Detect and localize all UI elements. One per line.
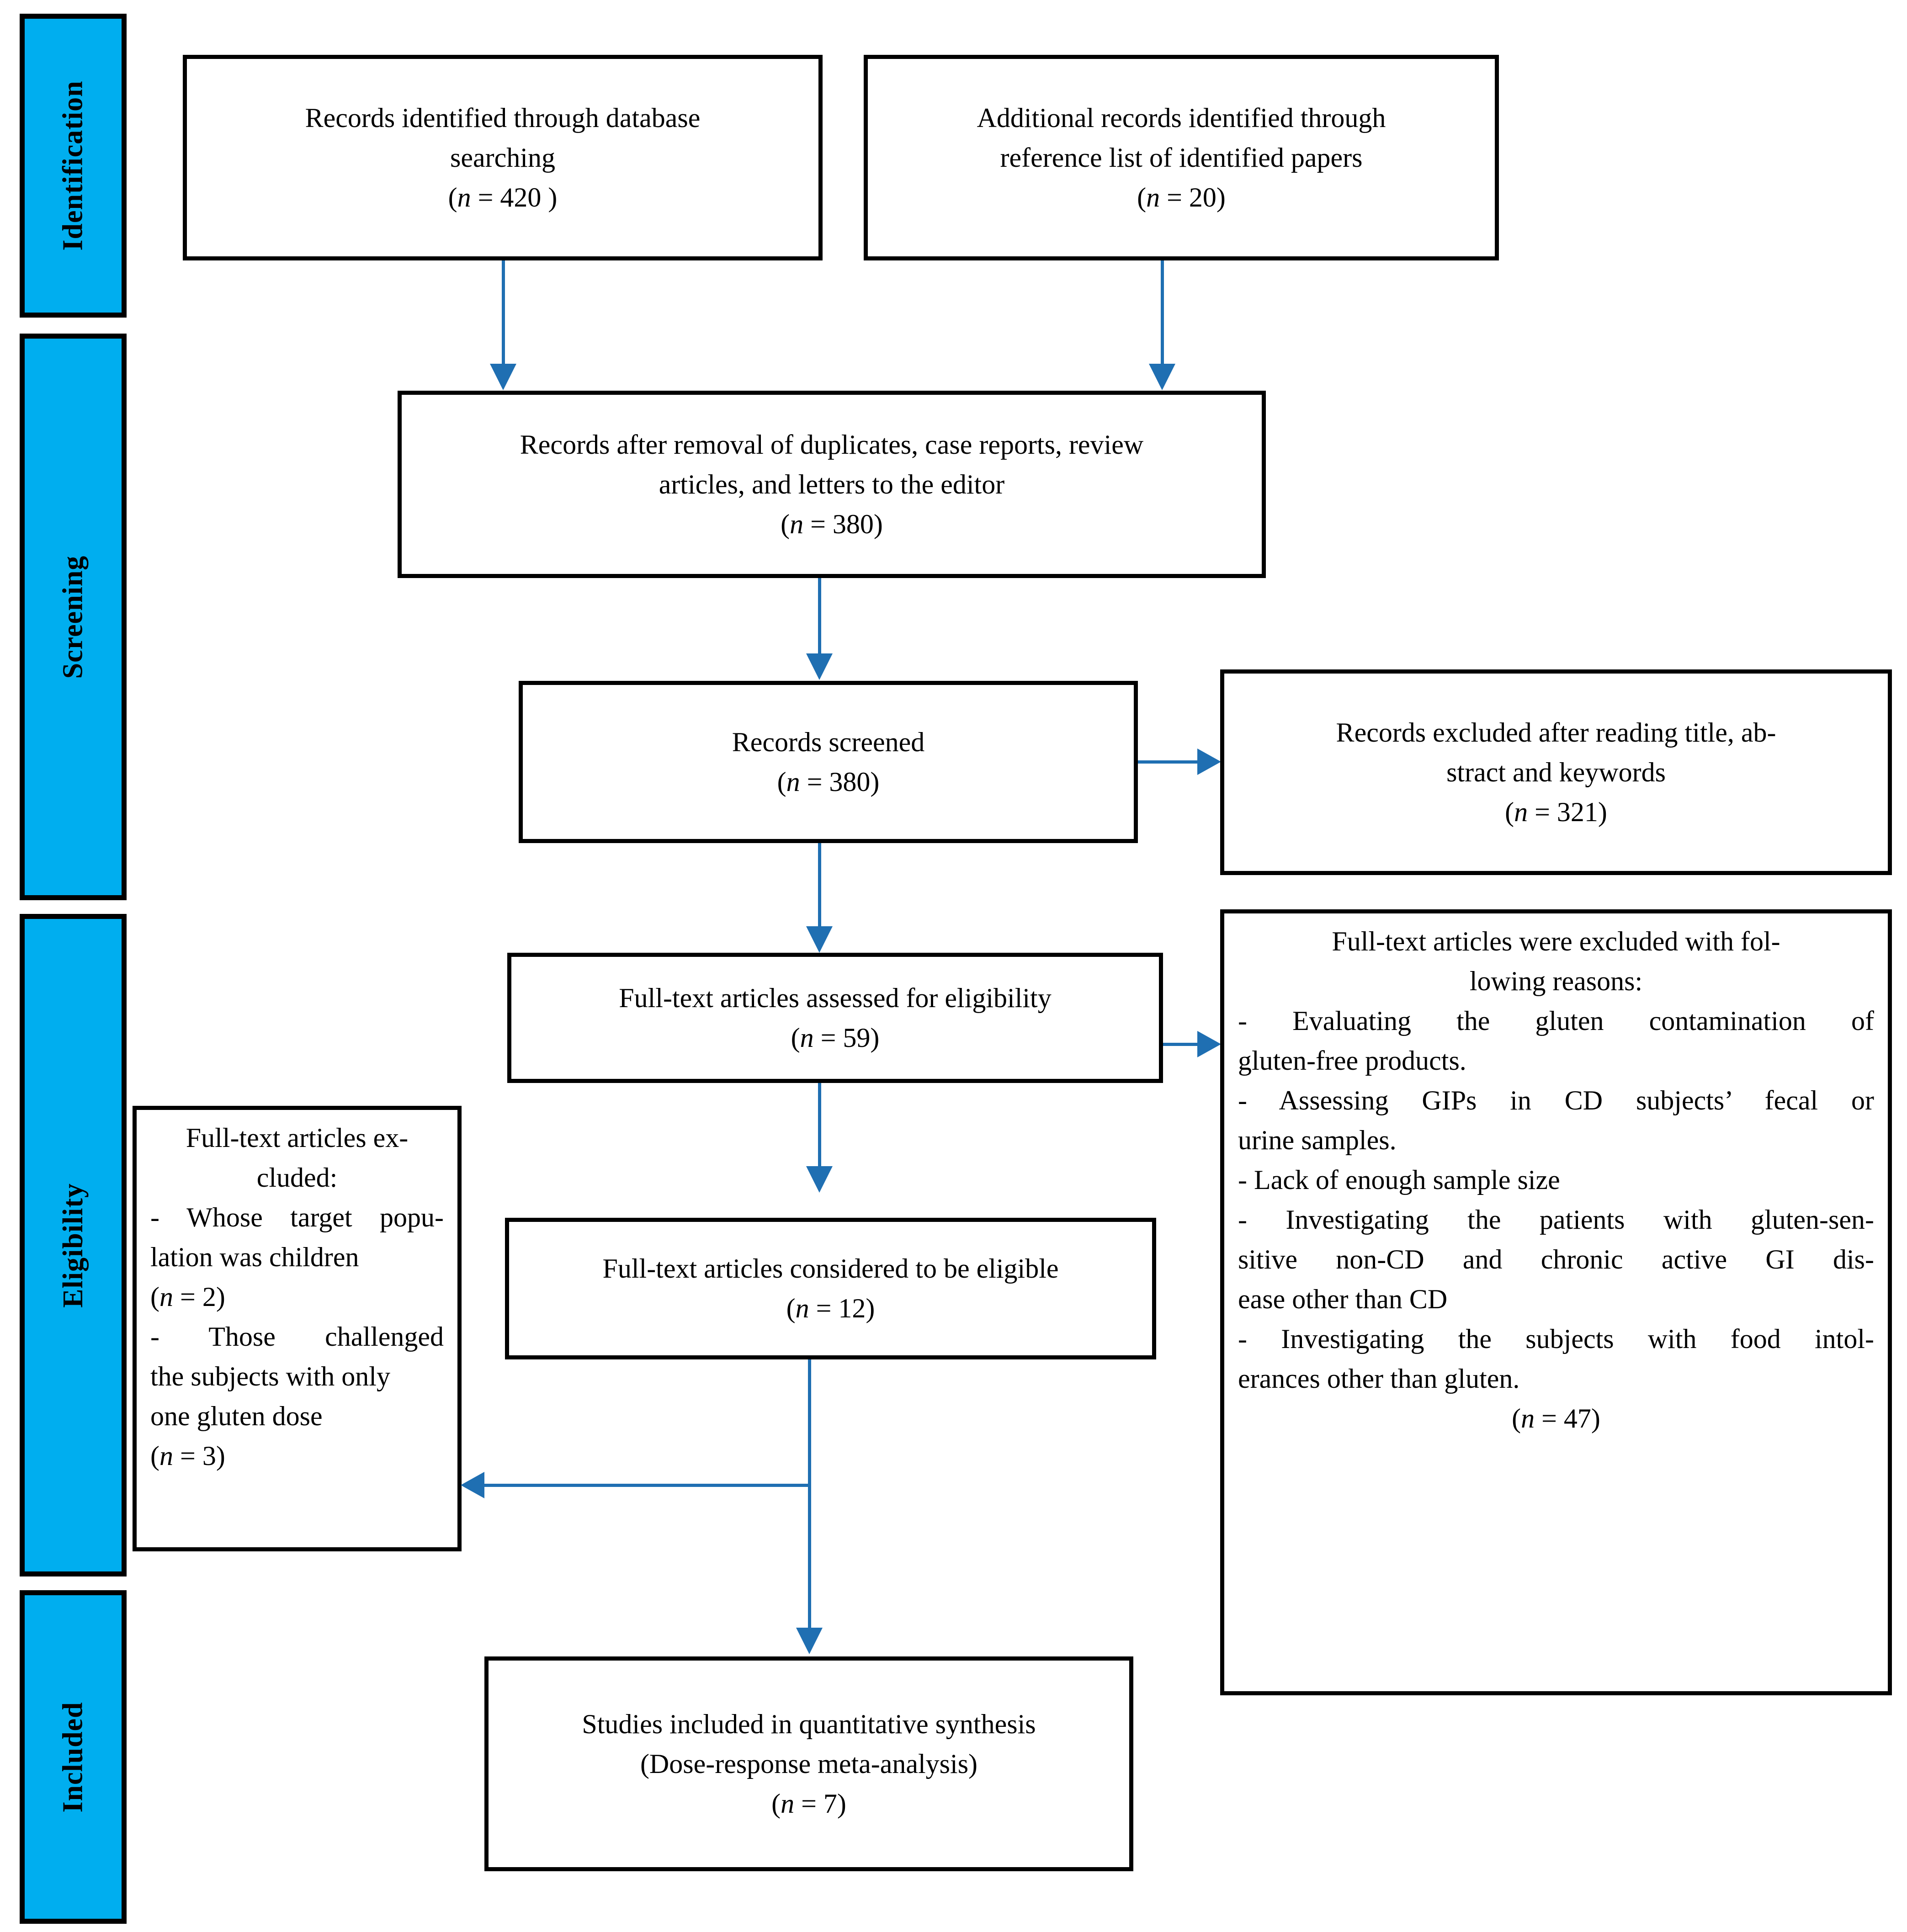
- arrowhead-assessed-to-eligible: [806, 1166, 833, 1193]
- connector-additional-to-removal: [1161, 260, 1164, 366]
- box-line: Records screened: [732, 727, 925, 757]
- phase-bar-screening: Screening: [20, 334, 127, 900]
- box-line: Records identified through database: [305, 102, 701, 133]
- box-additional-records: Additional records identified through re…: [864, 55, 1499, 260]
- excluded-reason-line: one gluten dose: [150, 1401, 323, 1431]
- excluded-heading-line: cluded:: [256, 1162, 338, 1193]
- box-count: (n = 380): [777, 766, 880, 797]
- phase-label-screening: Screening: [57, 555, 89, 679]
- box-line: Studies included in quantitative synthes…: [582, 1709, 1036, 1739]
- phase-label-identification: Identification: [57, 80, 89, 251]
- box-line: Records excluded after reading title, ab…: [1336, 717, 1776, 748]
- arrowhead-screened-to-excluded: [1197, 748, 1221, 775]
- connector-screened-to-excluded: [1138, 760, 1198, 764]
- reason-line: - Lack of enough sample size: [1238, 1165, 1560, 1195]
- excluded-reason-line: the subjects with only: [150, 1361, 390, 1391]
- box-line: Full-text articles considered to be elig…: [602, 1253, 1059, 1284]
- phase-bar-included: Included: [20, 1590, 127, 1924]
- box-records-identified-database: Records identified through database sear…: [183, 55, 823, 260]
- reason-line: - Evaluating the gluten contamination of: [1238, 1006, 1874, 1036]
- box-records-excluded: Records excluded after reading title, ab…: [1220, 669, 1892, 875]
- excluded-reason-line: - Those challenged: [150, 1322, 444, 1352]
- phase-label-included: Included: [57, 1701, 89, 1813]
- connector-assessed-to-reasons: [1163, 1043, 1198, 1046]
- arrowhead-assessed-to-reasons: [1197, 1031, 1221, 1057]
- box-count: (n = 380): [781, 509, 883, 539]
- box-line: Additional records identified through: [977, 102, 1386, 133]
- box-line: (Dose-response meta-analysis): [640, 1748, 978, 1779]
- reasons-heading-line: lowing reasons:: [1469, 966, 1643, 996]
- box-count: (n = 7): [771, 1788, 846, 1819]
- reason-line: gluten-free products.: [1238, 1046, 1466, 1076]
- connector-assessed-to-eligible: [818, 1083, 821, 1168]
- connector-eligible-to-excluded-left: [484, 1484, 810, 1487]
- phase-label-eligibility: Eligibility: [57, 1183, 89, 1308]
- excluded-reason-line: lation was children: [150, 1242, 359, 1272]
- connector-eligible-to-included: [808, 1359, 811, 1629]
- reason-line: erances other than gluten.: [1238, 1364, 1520, 1394]
- box-fulltext-excluded-reasons: Full-text articles were excluded with fo…: [1220, 909, 1892, 1695]
- box-count: (n = 59): [791, 1022, 880, 1053]
- box-fulltext-considered-eligible: Full-text articles considered to be elig…: [505, 1218, 1156, 1359]
- connector-db-to-removal: [502, 260, 505, 366]
- box-records-screened: Records screened (n = 380): [519, 681, 1138, 843]
- phase-bar-identification: Identification: [20, 14, 127, 318]
- connector-removal-to-screened: [818, 578, 821, 655]
- box-studies-included: Studies included in quantitative synthes…: [484, 1656, 1133, 1871]
- box-line: Records after removal of duplicates, cas…: [520, 429, 1144, 460]
- reason-line: - Investigating the subjects with food i…: [1238, 1324, 1874, 1354]
- box-count: (n = 420 ): [448, 182, 558, 212]
- reason-line: - Investigating the patients with gluten…: [1238, 1205, 1874, 1235]
- box-line: stract and keywords: [1446, 757, 1666, 787]
- box-line: reference list of identified papers: [1000, 142, 1363, 173]
- box-fulltext-excluded-left: Full-text articles ex- cluded: - Whose t…: [133, 1106, 462, 1551]
- excluded-heading-line: Full-text articles ex-: [186, 1123, 409, 1153]
- reason-line: ease other than CD: [1238, 1284, 1448, 1314]
- excluded-reason-line: - Whose target popu-: [150, 1202, 444, 1232]
- box-count: (n = 20): [1137, 182, 1226, 212]
- box-line: Full-text articles assessed for eligibil…: [619, 982, 1052, 1013]
- excluded-count-2: (n = 3): [150, 1441, 225, 1471]
- phase-bar-eligibility: Eligibility: [20, 914, 127, 1576]
- box-count: (n = 12): [786, 1293, 875, 1323]
- box-line: articles, and letters to the editor: [659, 469, 1005, 499]
- arrowhead-eligible-to-included: [796, 1628, 823, 1654]
- box-line: searching: [450, 142, 555, 173]
- box-count: (n = 321): [1505, 796, 1607, 827]
- arrowhead-removal-to-screened: [806, 653, 833, 680]
- arrowhead-additional-to-removal: [1149, 364, 1175, 390]
- box-records-after-removal: Records after removal of duplicates, cas…: [398, 391, 1266, 578]
- excluded-count-1: (n = 2): [150, 1282, 225, 1312]
- arrowhead-db-to-removal: [490, 364, 516, 390]
- arrowhead-eligible-to-excluded-left: [461, 1472, 484, 1498]
- reasons-heading-line: Full-text articles were excluded with fo…: [1332, 926, 1780, 956]
- arrowhead-screened-to-assessed: [806, 926, 833, 953]
- box-count: (n = 47): [1512, 1403, 1600, 1433]
- reason-line: urine samples.: [1238, 1125, 1397, 1155]
- connector-screened-to-assessed: [818, 843, 821, 928]
- reason-line: - Assessing GIPs in CD subjects’ fecal o…: [1238, 1085, 1874, 1115]
- reason-line: sitive non-CD and chronic active GI dis-: [1238, 1244, 1874, 1274]
- box-fulltext-assessed-eligibility: Full-text articles assessed for eligibil…: [507, 953, 1163, 1083]
